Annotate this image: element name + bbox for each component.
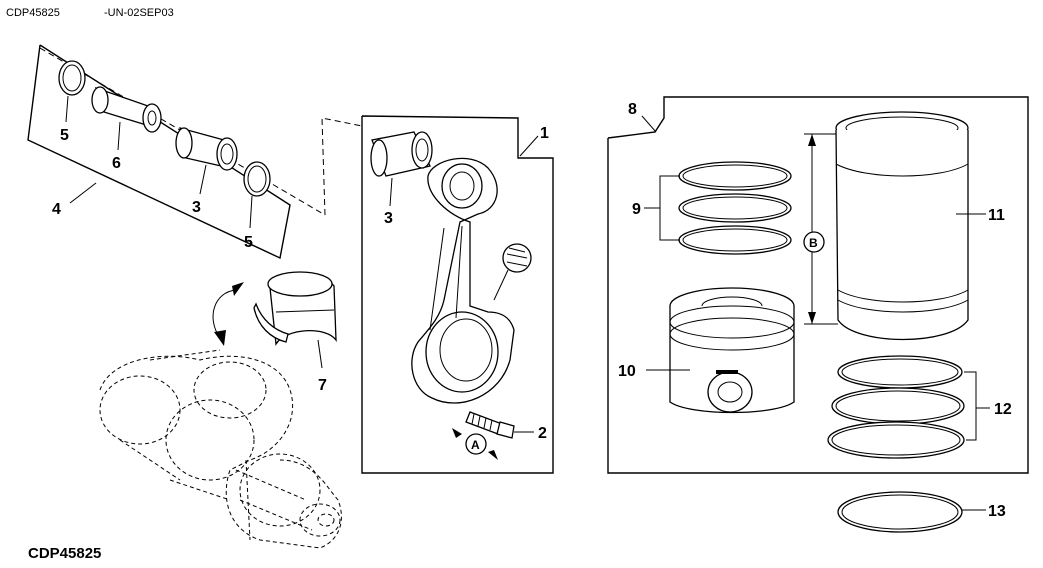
piston-liner-panel: B [607, 96, 1029, 474]
rod-pin-bushing [370, 131, 433, 177]
marker-b-label: B [809, 236, 818, 250]
callout-11: 11 [988, 207, 1005, 224]
callout-3-rod: 3 [384, 210, 393, 227]
cylinder-liner [835, 111, 969, 341]
liner-seal-ring [837, 491, 963, 533]
callout-7: 7 [318, 377, 327, 394]
header-date-code: -UN-02SEP03 [104, 7, 174, 19]
callout-4: 4 [52, 201, 61, 218]
callout-6: 6 [112, 155, 121, 172]
rod-bolt [465, 411, 515, 439]
callout-2: 2 [538, 425, 547, 442]
crankshaft-ghost [99, 349, 342, 549]
pin-bushing [175, 127, 238, 171]
arrow-a-lower [488, 450, 498, 460]
connecting-rod-panel: A [361, 115, 554, 474]
footer-figure-code: CDP45825 [28, 545, 101, 562]
marker-a-label: A [471, 438, 480, 452]
connecting-rod [411, 157, 515, 404]
piston-pin [91, 86, 162, 133]
callout-1: 1 [540, 125, 549, 142]
piston-rings [678, 161, 792, 255]
header-figure-code: CDP45825 [6, 7, 60, 19]
callout-8: 8 [628, 101, 637, 118]
liner-o-rings [827, 355, 965, 459]
callout-3-kit: 3 [192, 199, 201, 216]
arrow-a-upper [452, 428, 462, 438]
callout-13: 13 [988, 503, 1006, 520]
liner-panel-outline [607, 96, 1029, 474]
piston-pin-kit-panel [27, 44, 326, 260]
dimension-marker-b [803, 231, 825, 253]
callout-5-lower: 5 [244, 234, 253, 251]
piston [669, 287, 795, 414]
kit-link-dashed [321, 117, 363, 216]
callout-5-upper: 5 [60, 127, 69, 144]
main-bearing-shells [212, 271, 337, 369]
callout-10: 10 [618, 363, 636, 380]
rod-panel-outline [361, 115, 554, 474]
callout-9: 9 [632, 201, 641, 218]
torque-marker-a [465, 433, 487, 455]
callout-12: 12 [994, 401, 1012, 418]
